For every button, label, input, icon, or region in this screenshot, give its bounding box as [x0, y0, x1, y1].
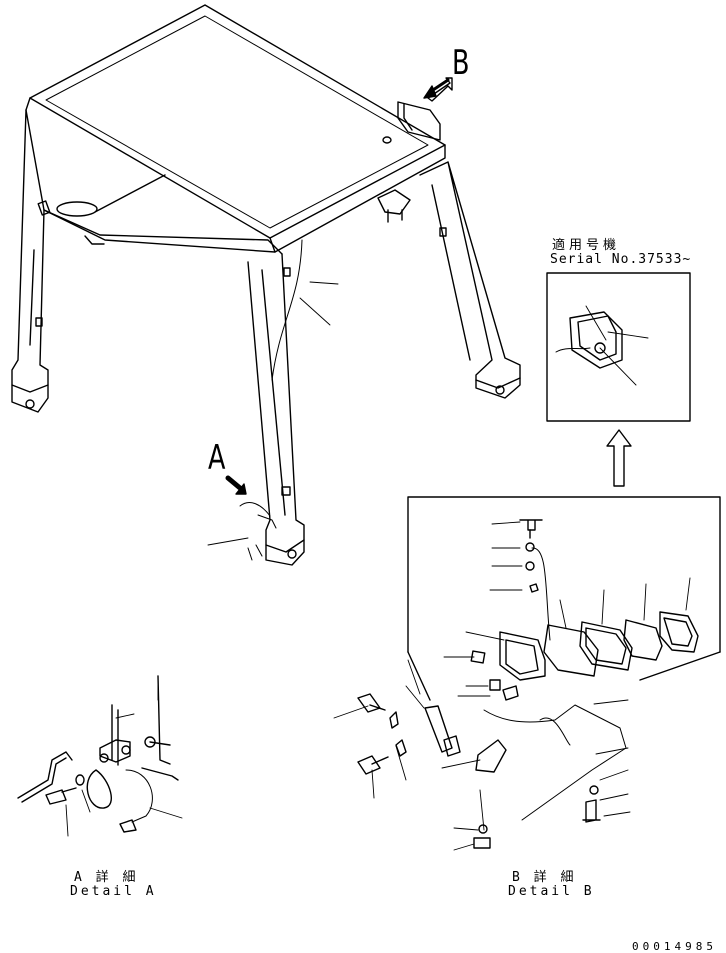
view-label-b: B [452, 43, 470, 83]
serial-inset-box [546, 272, 691, 422]
serial-number: Serial No.37533~ [550, 252, 692, 267]
detail-a [17, 675, 179, 833]
view-label-a: A [208, 438, 226, 478]
canopy-frame [11, 4, 521, 566]
detail-b-caption-jp: B 詳 細 [512, 870, 577, 885]
detail-b-box [357, 496, 721, 849]
drawing-id: 00014985 [632, 940, 717, 953]
view-arrow-b [423, 77, 453, 102]
up-arrow [606, 429, 632, 487]
detail-b-caption-en: Detail B [508, 884, 595, 899]
applicable-serial-title: 適用号機 [552, 238, 621, 253]
detail-a-caption-en: Detail A [70, 884, 157, 899]
view-arrow-a [225, 475, 247, 495]
detail-a-caption-jp: A 詳 細 [74, 870, 139, 885]
